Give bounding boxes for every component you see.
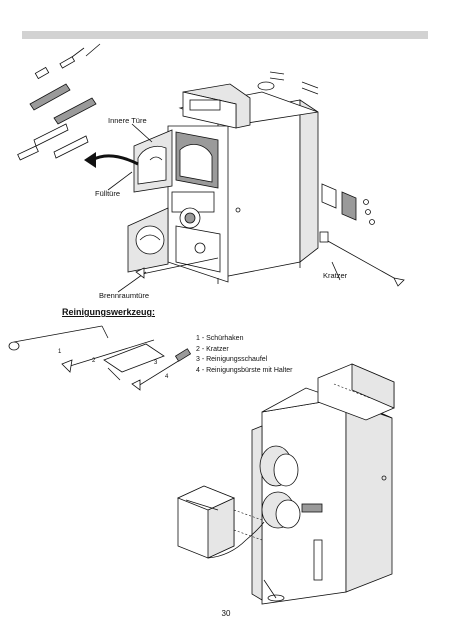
legend-item: 2 - Kratzer	[196, 345, 229, 353]
small-parts-drawing	[17, 43, 101, 161]
label-scraper: Kratzer	[323, 271, 348, 280]
label-inner-door: Innere Türe	[108, 116, 147, 125]
upper-boiler-drawing	[167, 71, 319, 284]
controller-box-drawing	[176, 485, 265, 559]
cleaning-tools-drawing	[8, 325, 192, 391]
tool-number-3: 3	[154, 360, 158, 366]
legend-item: 1 - Schürhaken	[196, 335, 244, 342]
removal-arrow	[91, 154, 139, 166]
legend-item: 4 - Reinigungsbürste mit Halter	[196, 366, 293, 374]
tool-number-4: 4	[165, 374, 169, 380]
label-combustion-door: Brennraumtüre	[99, 291, 150, 300]
tool-number-1: 1	[58, 349, 62, 355]
page-number: 30	[221, 609, 231, 618]
label-fill-door: Fülltüre	[95, 189, 121, 198]
combustion-door-drawing	[127, 207, 169, 273]
tool-legend: 1 - Schürhaken 2 - Kratzer 3 - Reinigung…	[196, 334, 293, 376]
lower-boiler-drawing	[251, 363, 395, 605]
legend-item: 3 - Reinigungsschaufel	[196, 356, 268, 363]
bracket-parts-drawing	[319, 183, 405, 287]
tool-number-2: 2	[92, 358, 96, 364]
section-title: Reinigungswerkzeug:	[62, 307, 156, 317]
header-bar	[22, 31, 428, 39]
fill-door-drawing	[133, 129, 173, 193]
